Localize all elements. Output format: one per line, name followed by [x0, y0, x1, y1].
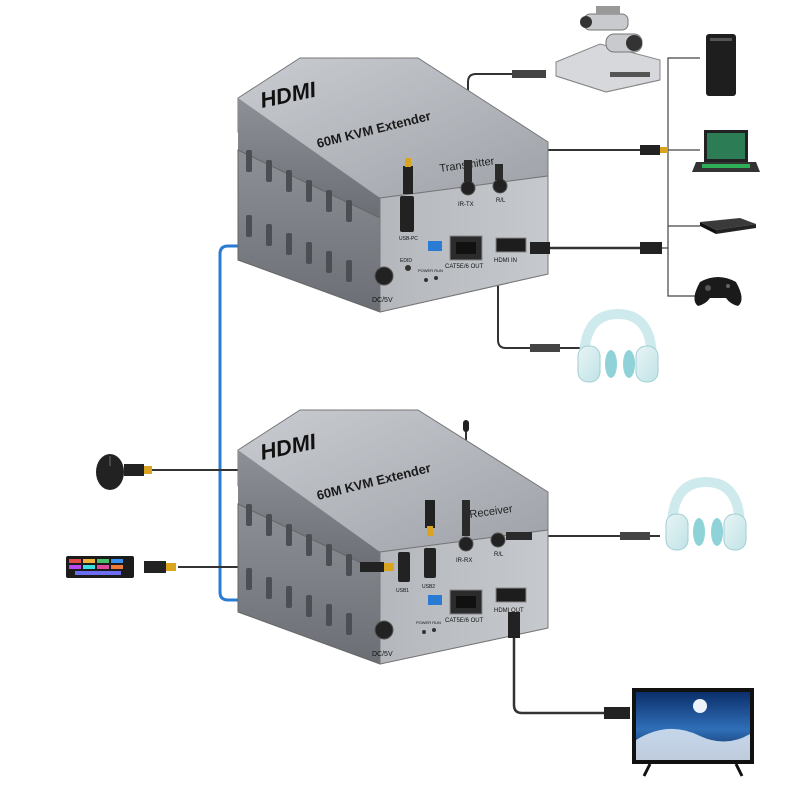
tx-power-led — [424, 278, 428, 282]
keyboard-icon — [66, 556, 134, 578]
source-bracket — [660, 57, 700, 297]
keyboard-usb-plug — [360, 562, 384, 572]
edid-button[interactable] — [405, 265, 411, 271]
tx-dc-label: DC/5V — [372, 297, 393, 304]
rx-headphone-plug — [620, 532, 650, 540]
rx-hdmi-label: HDMI OUT — [494, 608, 524, 614]
tx-cat-plug — [428, 241, 442, 251]
rx-rl-label: R/L — [494, 552, 504, 558]
hdmi-out-cable — [512, 635, 605, 715]
tv-icon — [632, 688, 754, 777]
ir-rx-plug — [462, 500, 470, 536]
cat-network-cable — [218, 244, 440, 602]
laptop-icon — [692, 130, 760, 172]
tx-audio-cable — [497, 185, 580, 349]
transmitter-vents — [246, 150, 352, 282]
receiver-unit: HDMI 60M KVM Extender Receiver USB1 USB2… — [237, 409, 549, 665]
rx-dc-label: DC/5V — [372, 651, 393, 658]
ir-rx-eye-icon — [463, 420, 469, 432]
ir-tx-plug — [464, 160, 472, 182]
transmitter-unit: HDMI 60M KVM Extender Transmitter USB-PC… — [237, 57, 550, 313]
dvr-camera-icon — [555, 6, 661, 93]
rx-rl-plug — [506, 532, 532, 540]
tx-cat-label: CAT5E/6 OUT — [445, 264, 484, 270]
rx-power-run-label: POWER RUN — [416, 620, 441, 625]
tx-power-run-label: POWER RUN — [418, 268, 443, 273]
keyboard-usb-connector — [144, 561, 166, 573]
rx-run-led — [432, 628, 436, 632]
laptop-usb-plug — [640, 145, 660, 155]
ir-tx-cable — [467, 73, 512, 178]
usb2-port[interactable] — [424, 548, 436, 578]
headphones-tx-icon — [577, 308, 659, 383]
game-controller-icon — [694, 277, 742, 306]
usb2-label: USB2 — [422, 584, 435, 590]
mouse-usb-connector — [124, 464, 144, 476]
edid-label: EDID — [400, 258, 412, 264]
rx-dc-jack[interactable] — [374, 620, 394, 640]
tx-run-led — [434, 276, 438, 280]
tx-rl-plug — [495, 164, 503, 180]
tv-hdmi-plug — [604, 707, 630, 719]
ir-rx-jack[interactable] — [458, 536, 474, 552]
source-hdmi-plug — [640, 242, 662, 254]
usb1-label: USB1 — [396, 588, 409, 594]
tx-rl-jack[interactable] — [492, 178, 508, 194]
receiver-vents — [246, 504, 352, 635]
rx-cat-label: CAT5E/6 OUT — [445, 618, 484, 624]
rx-hdmi-plug — [508, 612, 520, 638]
rx-cat-plug — [428, 595, 442, 605]
tx-dc-jack[interactable] — [374, 266, 394, 286]
usb1-port[interactable] — [398, 552, 410, 582]
ir-tx-jack[interactable] — [460, 180, 476, 196]
ir-tx-jack-plug — [512, 70, 546, 78]
mouse-usb-plug — [425, 500, 435, 528]
rx-rl-jack[interactable] — [490, 532, 506, 548]
mouse-icon — [96, 454, 124, 490]
ir-rx-label: IR-RX — [456, 558, 472, 564]
ir-tx-label: IR-TX — [458, 202, 474, 208]
usb-pc-port-label: USB-PC — [399, 236, 418, 242]
tx-hdmi-port[interactable] — [495, 237, 527, 253]
tx-hdmi-label: HDMI IN — [494, 258, 517, 264]
dvd-player-icon — [700, 218, 756, 234]
tx-headphone-plug — [530, 344, 560, 352]
rx-power-led — [422, 630, 426, 634]
tx-hdmi-plug — [530, 242, 550, 254]
headphones-rx-icon — [665, 476, 747, 551]
tx-rl-label: R/L — [496, 198, 506, 204]
pc-tower-icon — [706, 34, 736, 96]
usb-pc-port[interactable] — [400, 196, 414, 232]
usb-pc-plug — [403, 166, 413, 194]
rx-hdmi-port[interactable] — [495, 587, 527, 603]
